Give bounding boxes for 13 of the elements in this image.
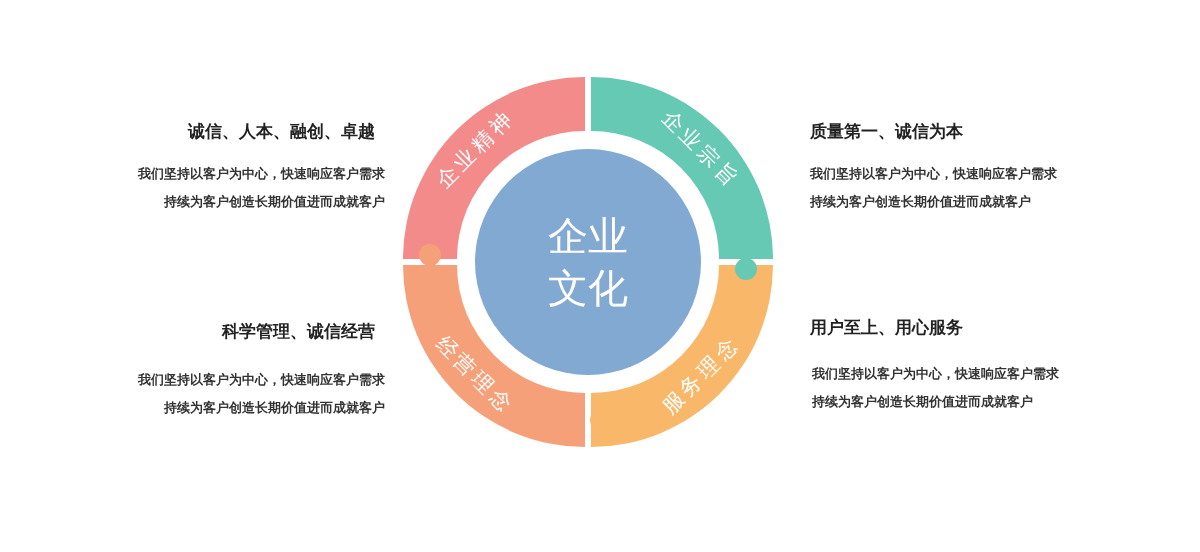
heading: 质量第一、诚信为本: [810, 120, 963, 143]
description: 我们坚持以客户为中心，快速响应客户需求持续为客户创造长期价值进而成就客户: [810, 165, 1058, 211]
heading: 科学管理、诚信经营: [222, 320, 375, 343]
piece-label: 经营理念: [430, 329, 521, 420]
description: 我们坚持以客户为中心，快速响应客户需求持续为客户创造长期价值进而成就客户: [137, 371, 385, 417]
piece-label: 服务理念: [655, 329, 746, 420]
heading: 诚信、人本、融创、卓越: [188, 120, 375, 143]
description: 我们坚持以客户为中心，快速响应客户需求持续为客户创造长期价值进而成就客户: [137, 165, 385, 211]
description: 我们坚持以客户为中心，快速响应客户需求持续为客户创造长期价值进而成就客户: [812, 365, 1060, 411]
piece-label: 企业宗旨: [655, 104, 746, 195]
piece-label: 企业精神: [430, 104, 521, 195]
center-title: 企业文化: [547, 212, 629, 313]
heading: 用户至上、用心服务: [810, 316, 963, 339]
